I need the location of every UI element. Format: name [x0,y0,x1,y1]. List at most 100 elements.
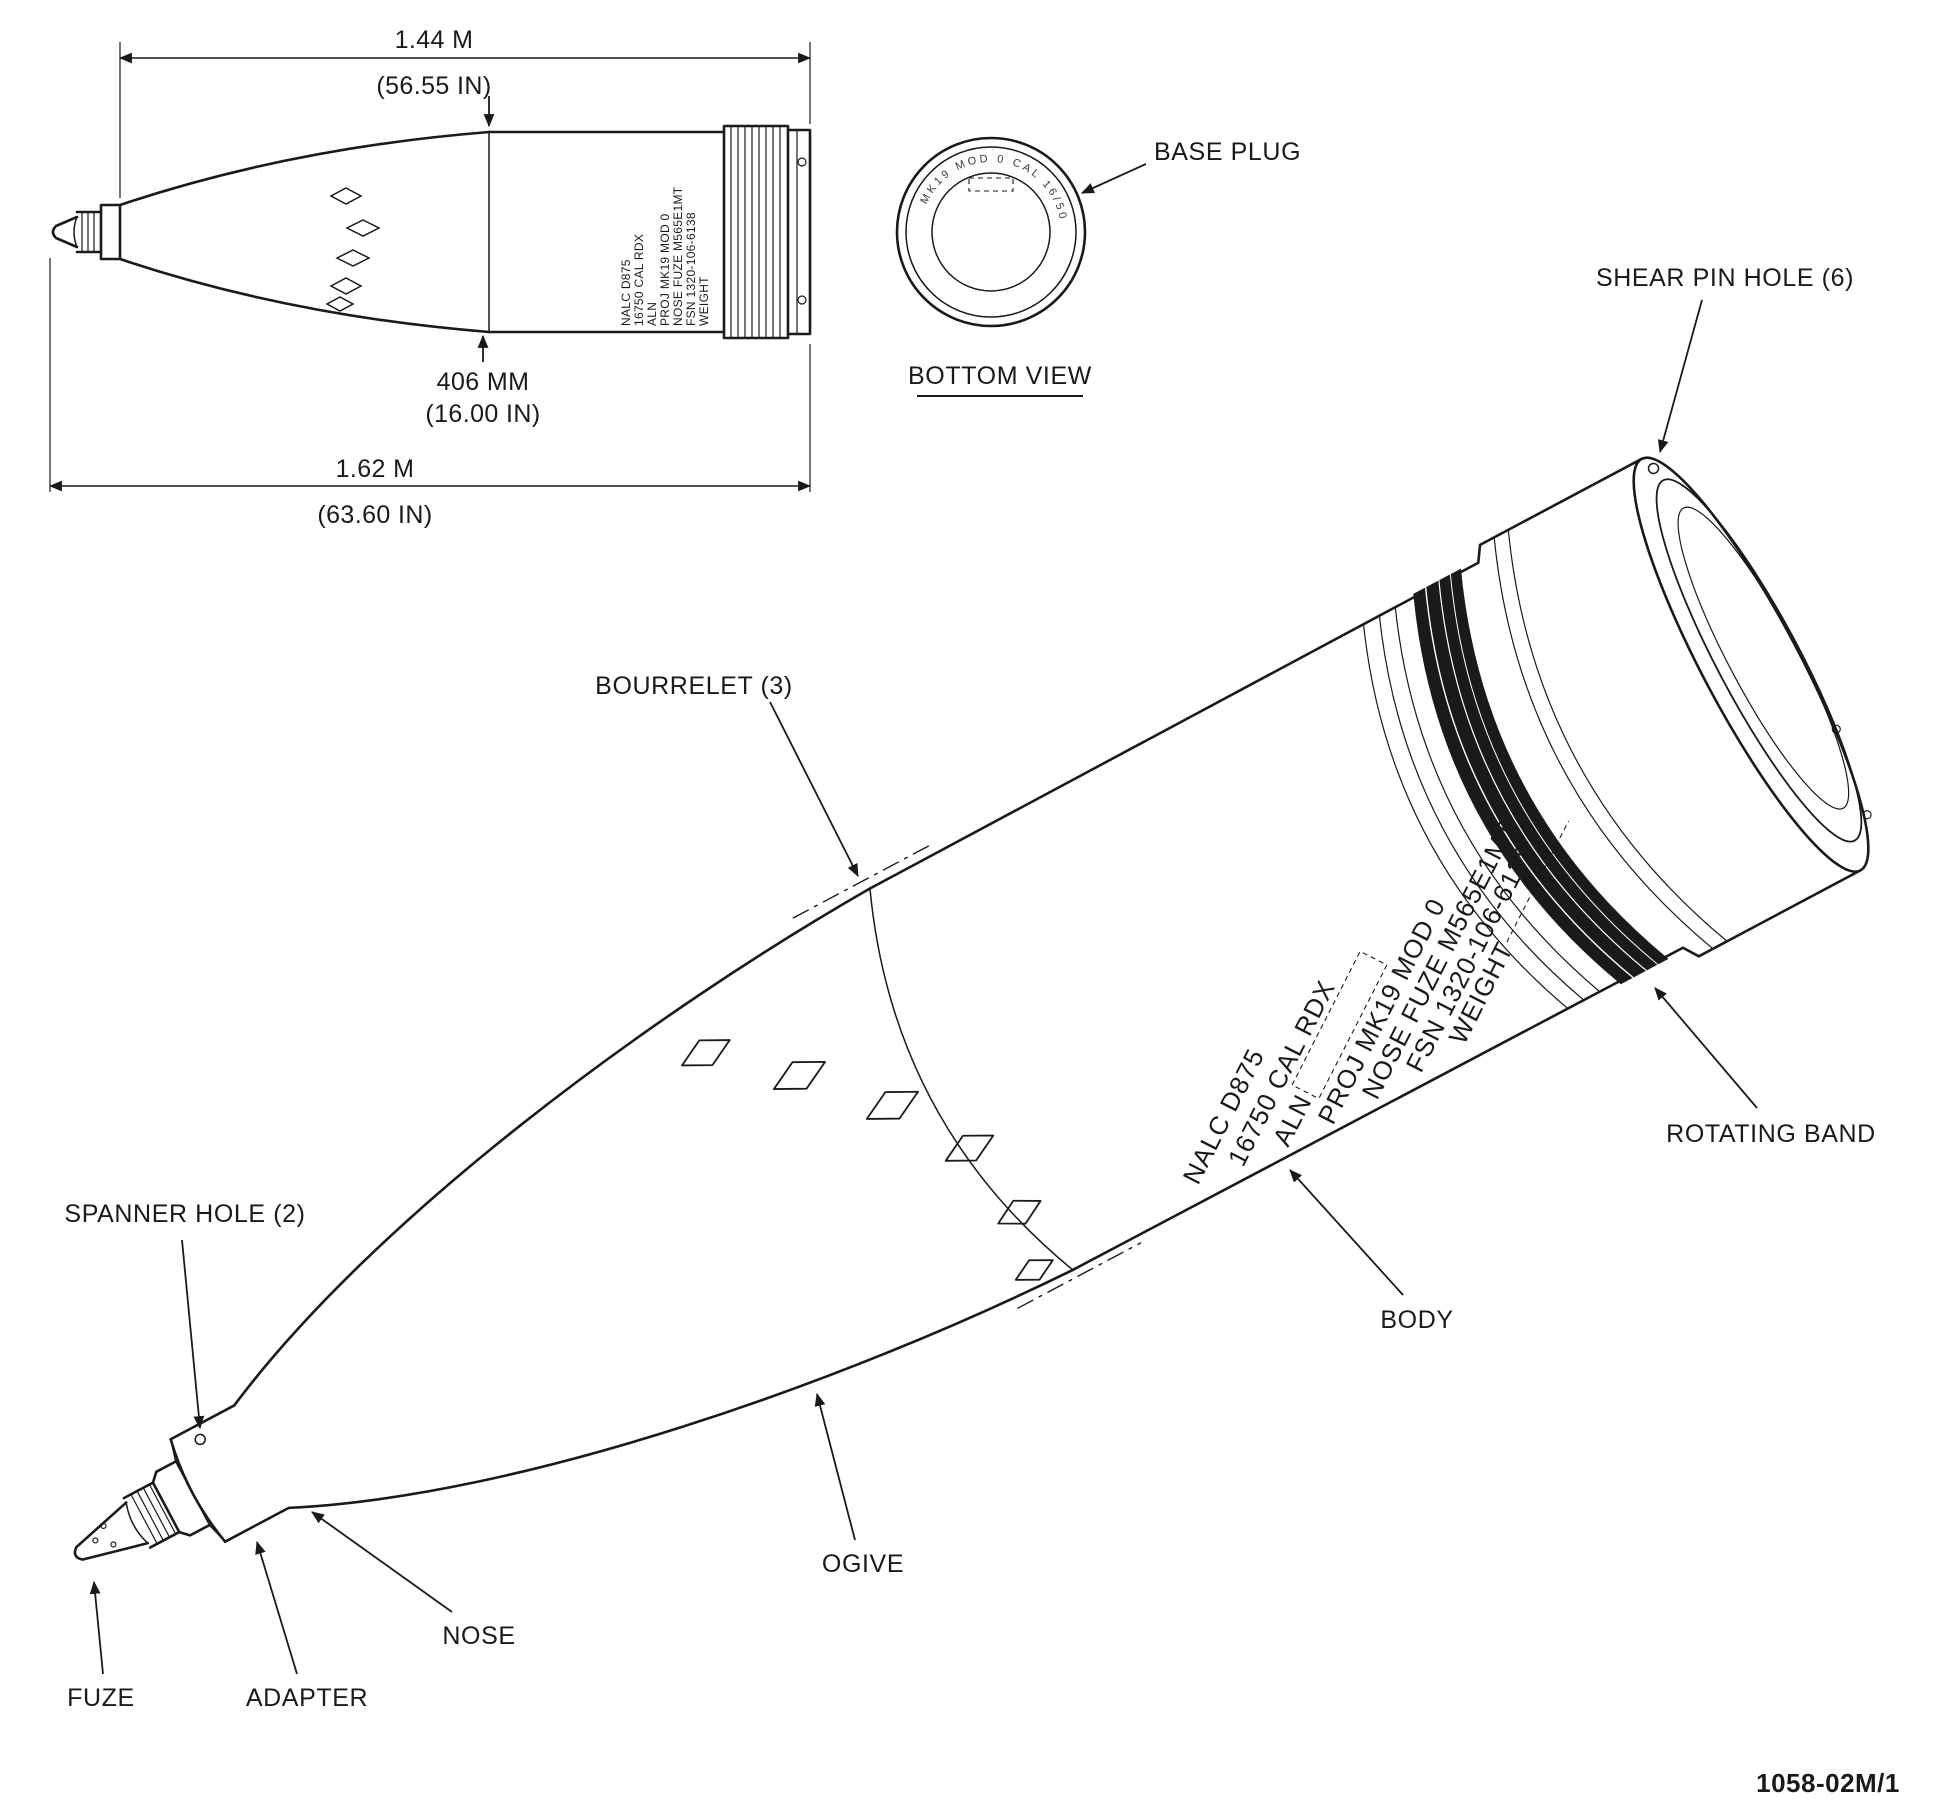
side-view: NALC D875 16750 CAL RDX ALN PROJ MK19 MO… [48,26,812,529]
diamond-stencil-icon [997,1199,1042,1225]
callout-bourrelet: BOURRELET (3) [595,672,859,877]
callout-nose: NOSE [311,1511,515,1650]
stencil-line: 16750 CAL RDX [632,234,646,326]
shear-pin-hole-icon [1862,810,1872,820]
diamond-stencil-icon [1014,1259,1054,1281]
rotating-band-fill [1413,568,1669,985]
leader-line [255,1540,298,1675]
adapter-label: ADAPTER [246,1684,368,1712]
fuze-face-line [73,216,78,248]
base-hole-icon [797,295,807,305]
stamp-box [968,177,1014,192]
base-plug-leader [1081,163,1147,194]
rotating-band-groove [1449,574,1659,965]
diamond-stencil-icon [329,187,363,205]
base-plug-label: BASE PLUG [1154,138,1301,166]
base-3d [1476,456,1872,958]
callout-rotating-band: ROTATING BAND [1654,987,1876,1148]
bourrelet-arc [869,887,1074,1271]
ogive-diamond-stencils [681,1039,1054,1281]
side-view-diamond-stencils [325,187,381,312]
spanner-hole-icon [194,1433,206,1446]
leader-line [769,701,859,877]
stencil-line: NOSE FUZE M565E1MT [671,186,685,326]
ogive-outline-3d [232,887,1075,1510]
dimension-total-length: 1.62 M (63.60 IN) [48,258,812,529]
shear-pin-hole-icon [1647,462,1660,475]
side-view-outline [51,124,812,340]
fuze-step-outline [151,1460,211,1537]
diamond-stencil-icon [325,296,355,312]
dimension-value: 406 MM [437,368,530,396]
fuze-thread-lines [81,213,95,251]
base-hole-icon [797,157,807,167]
dimension-inches: (16.00 IN) [425,400,540,428]
leader-line [181,1239,205,1430]
shear-pin-hole-label: SHEAR PIN HOLE (6) [1596,264,1854,292]
base-outer-circle [895,136,1087,328]
fuze-hole-icon [100,1522,107,1530]
stencil-line: NALC D875 [619,259,633,326]
callouts: SHEAR PIN HOLE (6) BOURRELET (3) ROTATIN… [64,264,1875,1712]
side-view-stencil-markings: NALC D875 16750 CAL RDX ALN PROJ MK19 MO… [619,186,711,326]
base-plug-ellipse [1677,506,1850,810]
fuze-hole-icon [92,1537,99,1544]
diamond-stencil-icon [681,1039,731,1067]
callout-shear-pin-hole: SHEAR PIN HOLE (6) [1596,264,1854,454]
base-rim-circle [905,146,1077,318]
diamond-stencil-icon [329,277,363,295]
body-outline-3d [868,561,1685,1272]
leader-line [814,1392,856,1541]
fuze-tip-outline [73,1501,150,1561]
diamond-stencil-icon [944,1134,995,1162]
rotating-band-3d [1413,568,1669,985]
rotating-band-label: ROTATING BAND [1666,1120,1876,1148]
ogive-label: OGIVE [822,1550,904,1578]
rotating-band-lines [730,126,781,338]
leader-line [1289,1169,1404,1296]
fuze-label: FUZE [67,1684,135,1712]
fuze-thread-outline [122,1481,181,1549]
body-groove-arcs [1362,606,1601,1010]
base-outline [786,128,812,336]
fuze-thread-lines [130,1485,176,1544]
bourrelet-label: BOURRELET (3) [595,672,793,700]
rotating-band-groove [1438,580,1647,972]
centerline-mark [792,842,935,919]
dimension-inches: (63.60 IN) [317,501,432,529]
base-ring-outline [1476,457,1862,958]
body-outline [487,130,726,334]
fuze-body-outline [75,203,122,261]
stencil-line: ALN [645,302,659,326]
base-plug-circle [931,172,1051,292]
fuze-hole-icon [110,1541,117,1548]
stencil-line: WEIGHT [697,276,711,326]
fuze-tip-outline [51,215,79,249]
fuze-3d [73,1438,226,1561]
callout-adapter: ADAPTER [246,1540,368,1712]
spanner-hole-label: SPANNER HOLE (2) [64,1200,305,1228]
diamond-stencil-icon [772,1060,827,1090]
dimension-value: 1.44 M [395,26,474,54]
callout-body: BODY [1289,1169,1453,1334]
stencil-line: FSN 1320-106-6138 [684,212,698,326]
dimension-inches: (56.55 IN) [376,72,491,100]
stencil-dashed-box [1291,950,1388,1100]
diamond-stencil-icon [865,1090,919,1120]
base-ring-arcs [1493,529,1728,950]
extension-lines [49,258,811,492]
dimension-diameter: 406 MM (16.00 IN) [425,334,540,428]
dimension-upper-length: 1.44 M (56.55 IN) [118,26,812,198]
adapter-3d [169,1404,291,1543]
leader-line [89,1580,104,1675]
rotating-band-groove [1424,587,1634,979]
bottom-view-title: BOTTOM VIEW [908,362,1092,390]
base-face-ellipse [1655,478,1863,843]
body-label: BODY [1380,1306,1453,1334]
stencil-line: PROJ MK19 MOD 0 [658,213,672,326]
callout-spanner-hole: SPANNER HOLE (2) [64,1200,305,1430]
centerline-mark [1017,1242,1142,1310]
leader-line [311,1511,453,1613]
